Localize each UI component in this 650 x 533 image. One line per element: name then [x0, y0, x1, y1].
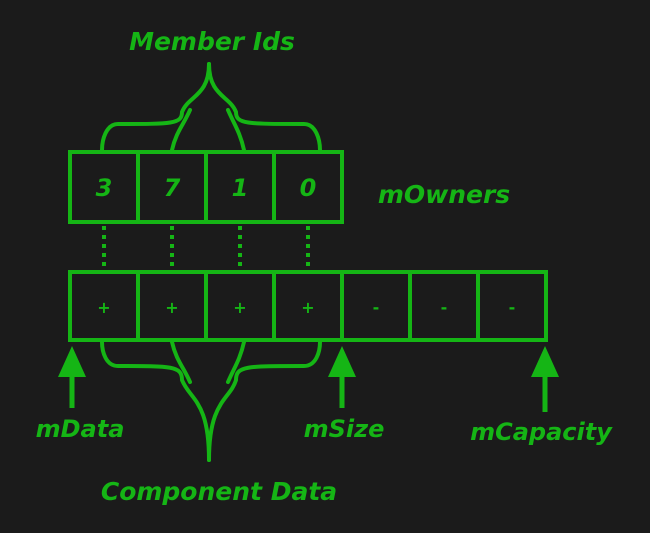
- arrow-up-icon: [58, 346, 86, 377]
- capacity-pointer-label: mCapacity: [470, 418, 613, 446]
- data-cell: -: [441, 298, 448, 317]
- owner-cell: 7: [164, 174, 181, 202]
- component-data-label: Component Data: [101, 477, 337, 506]
- data-cell: +: [301, 298, 314, 317]
- owner-cell: 1: [232, 174, 249, 202]
- member-ids-brace: [100, 62, 322, 152]
- size-pointer-arrow: [328, 346, 356, 408]
- data-cell: -: [509, 298, 516, 317]
- data-cell: -: [373, 298, 380, 317]
- owners-array: 3 7 1 0: [68, 150, 344, 224]
- data-pointer-arrow: [58, 346, 86, 408]
- data-cell: +: [165, 298, 178, 317]
- component-data-brace: [100, 340, 322, 462]
- member-ids-label: Member Ids: [129, 27, 295, 56]
- size-pointer-label: mSize: [304, 415, 385, 443]
- data-pointer-label: mData: [36, 415, 125, 443]
- data-array: + + + + - - -: [68, 270, 548, 342]
- data-array-outline: [68, 270, 548, 342]
- arrow-up-icon: [328, 346, 356, 377]
- arrow-up-icon: [531, 346, 559, 377]
- data-cell: +: [97, 298, 110, 317]
- owners-label: mOwners: [378, 180, 510, 209]
- owner-cell: 3: [96, 174, 113, 202]
- capacity-pointer-arrow: [531, 346, 559, 412]
- data-cell: +: [233, 298, 246, 317]
- owner-cell: 0: [300, 174, 317, 202]
- owner-data-connectors: [102, 226, 310, 268]
